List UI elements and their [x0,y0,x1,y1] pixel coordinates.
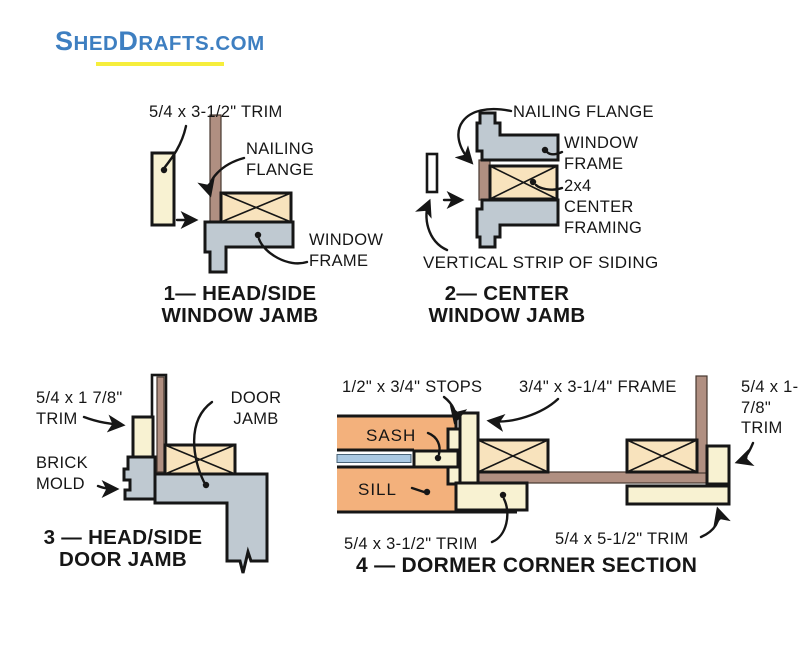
framing-xbox-shape [219,191,293,224]
leader-line [426,431,441,456]
leader-line [415,198,449,252]
leader-line [734,441,755,466]
stop-upper-shape [446,427,462,452]
framing-xbox-shape [488,164,559,201]
leader-line [545,150,564,156]
logo-letter: S [55,26,74,56]
leader-line [442,395,468,425]
leader-line [197,156,246,198]
diagram-4-dormer-corner-section [336,375,755,544]
leader-line [96,479,120,498]
trim-shape [150,151,176,227]
label-trim-bottom-left-4: 5/4 x 3-1/2" TRIM [344,535,478,553]
logo-letters: hed [73,32,119,55]
leader-line [490,497,509,544]
window-frame-bottom-shape [475,198,560,249]
siding-strip-shape [209,114,222,224]
brick-mold-shape [122,455,157,501]
trim-right-shape [705,444,731,486]
leader-dot [423,488,431,496]
leader-line [534,183,564,191]
logo-letter: D [118,26,139,56]
label-center-framing-2: 2x4 CENTER FRAMING [564,177,643,237]
label-trim-bottom-right-4: 5/4 x 5-1/2" TRIM [555,530,689,548]
label-sash-4: SASH [366,426,417,445]
leader-line [192,400,214,484]
label-window-frame-2: WINDOW FRAME [564,134,639,173]
leader-line [699,506,731,539]
label-window-frame-1: WINDOW FRAME [309,231,384,270]
siding-strip-shape [156,376,165,473]
label-nailing-flange-2: NAILING FLANGE [513,103,654,121]
diagram-3-head-side-door-jamb [82,373,269,574]
label-brick-mold-3: BRICK MOLD [36,454,88,493]
leader-line [257,237,309,265]
leader-dot [202,481,210,489]
label-trim-1: 5/4 x 3-1/2" TRIM [149,103,283,121]
leader-dot [541,146,549,154]
stop-lower-shape [446,465,462,486]
caption-diagram-1: 1— HEAD/SIDE WINDOW JAMB [161,282,319,327]
vertical-siding-strip-shape [425,152,439,194]
trim-bottom-right-shape [625,484,731,506]
leader-dot [499,491,507,499]
logo-underline [96,62,224,66]
door-jamb-shape [153,472,269,574]
window-frame-shape [203,220,295,274]
framing-xbox-right-shape [625,438,699,474]
window-frame-top-shape [475,111,560,162]
framing-xbox-left-shape [476,438,550,474]
label-trim-right-4: 5/4 x 1-7/8" TRIM [741,378,799,437]
leader-line [163,124,188,169]
caption-diagram-4: 4 — DORMER CORNER SECTION [356,554,698,577]
frame-shape [458,411,480,485]
diagram-2-center-window-jamb [415,107,564,252]
siding-vertical-shape [695,375,708,474]
label-trim-3: 5/4 x 1 7/8" TRIM [36,389,123,428]
sheddrafts-logo: ShedDrafts.com [55,26,265,57]
label-nailing-flange-1: NAILING FLANGE [246,140,315,179]
leader-line [486,397,560,432]
caption-diagram-3: 3 — HEAD/SIDE DOOR JAMB [43,526,203,571]
label-door-jamb-3: DOOR JAMB [230,389,282,428]
diagram-1-head-side-window-jamb [150,114,309,274]
leader-line [82,414,126,433]
label-vertical-siding-2: VERTICAL STRIP OF SIDING [423,253,659,272]
leader-dot [254,231,262,239]
label-stops-4: 1/2" x 3/4" STOPS [342,378,483,396]
leader-line [410,486,426,494]
siding-horizontal-shape [476,471,708,484]
leader-dot [160,166,168,174]
nailing-flange-shape [478,159,491,201]
label-sill-4: SILL [358,480,397,499]
logo-letters: rafts [138,32,210,55]
trim-bottom-left-shape [454,481,529,512]
glass-pane-shape [336,454,412,463]
label-frame-4: 3/4" x 3-1/4" FRAME [519,378,677,396]
leader-dot [434,454,442,462]
caption-diagram-2: 2— CENTER WINDOW JAMB [428,282,586,327]
leader-line [454,107,513,165]
logo-tld: .com [209,32,265,55]
leader-dot [529,178,537,186]
